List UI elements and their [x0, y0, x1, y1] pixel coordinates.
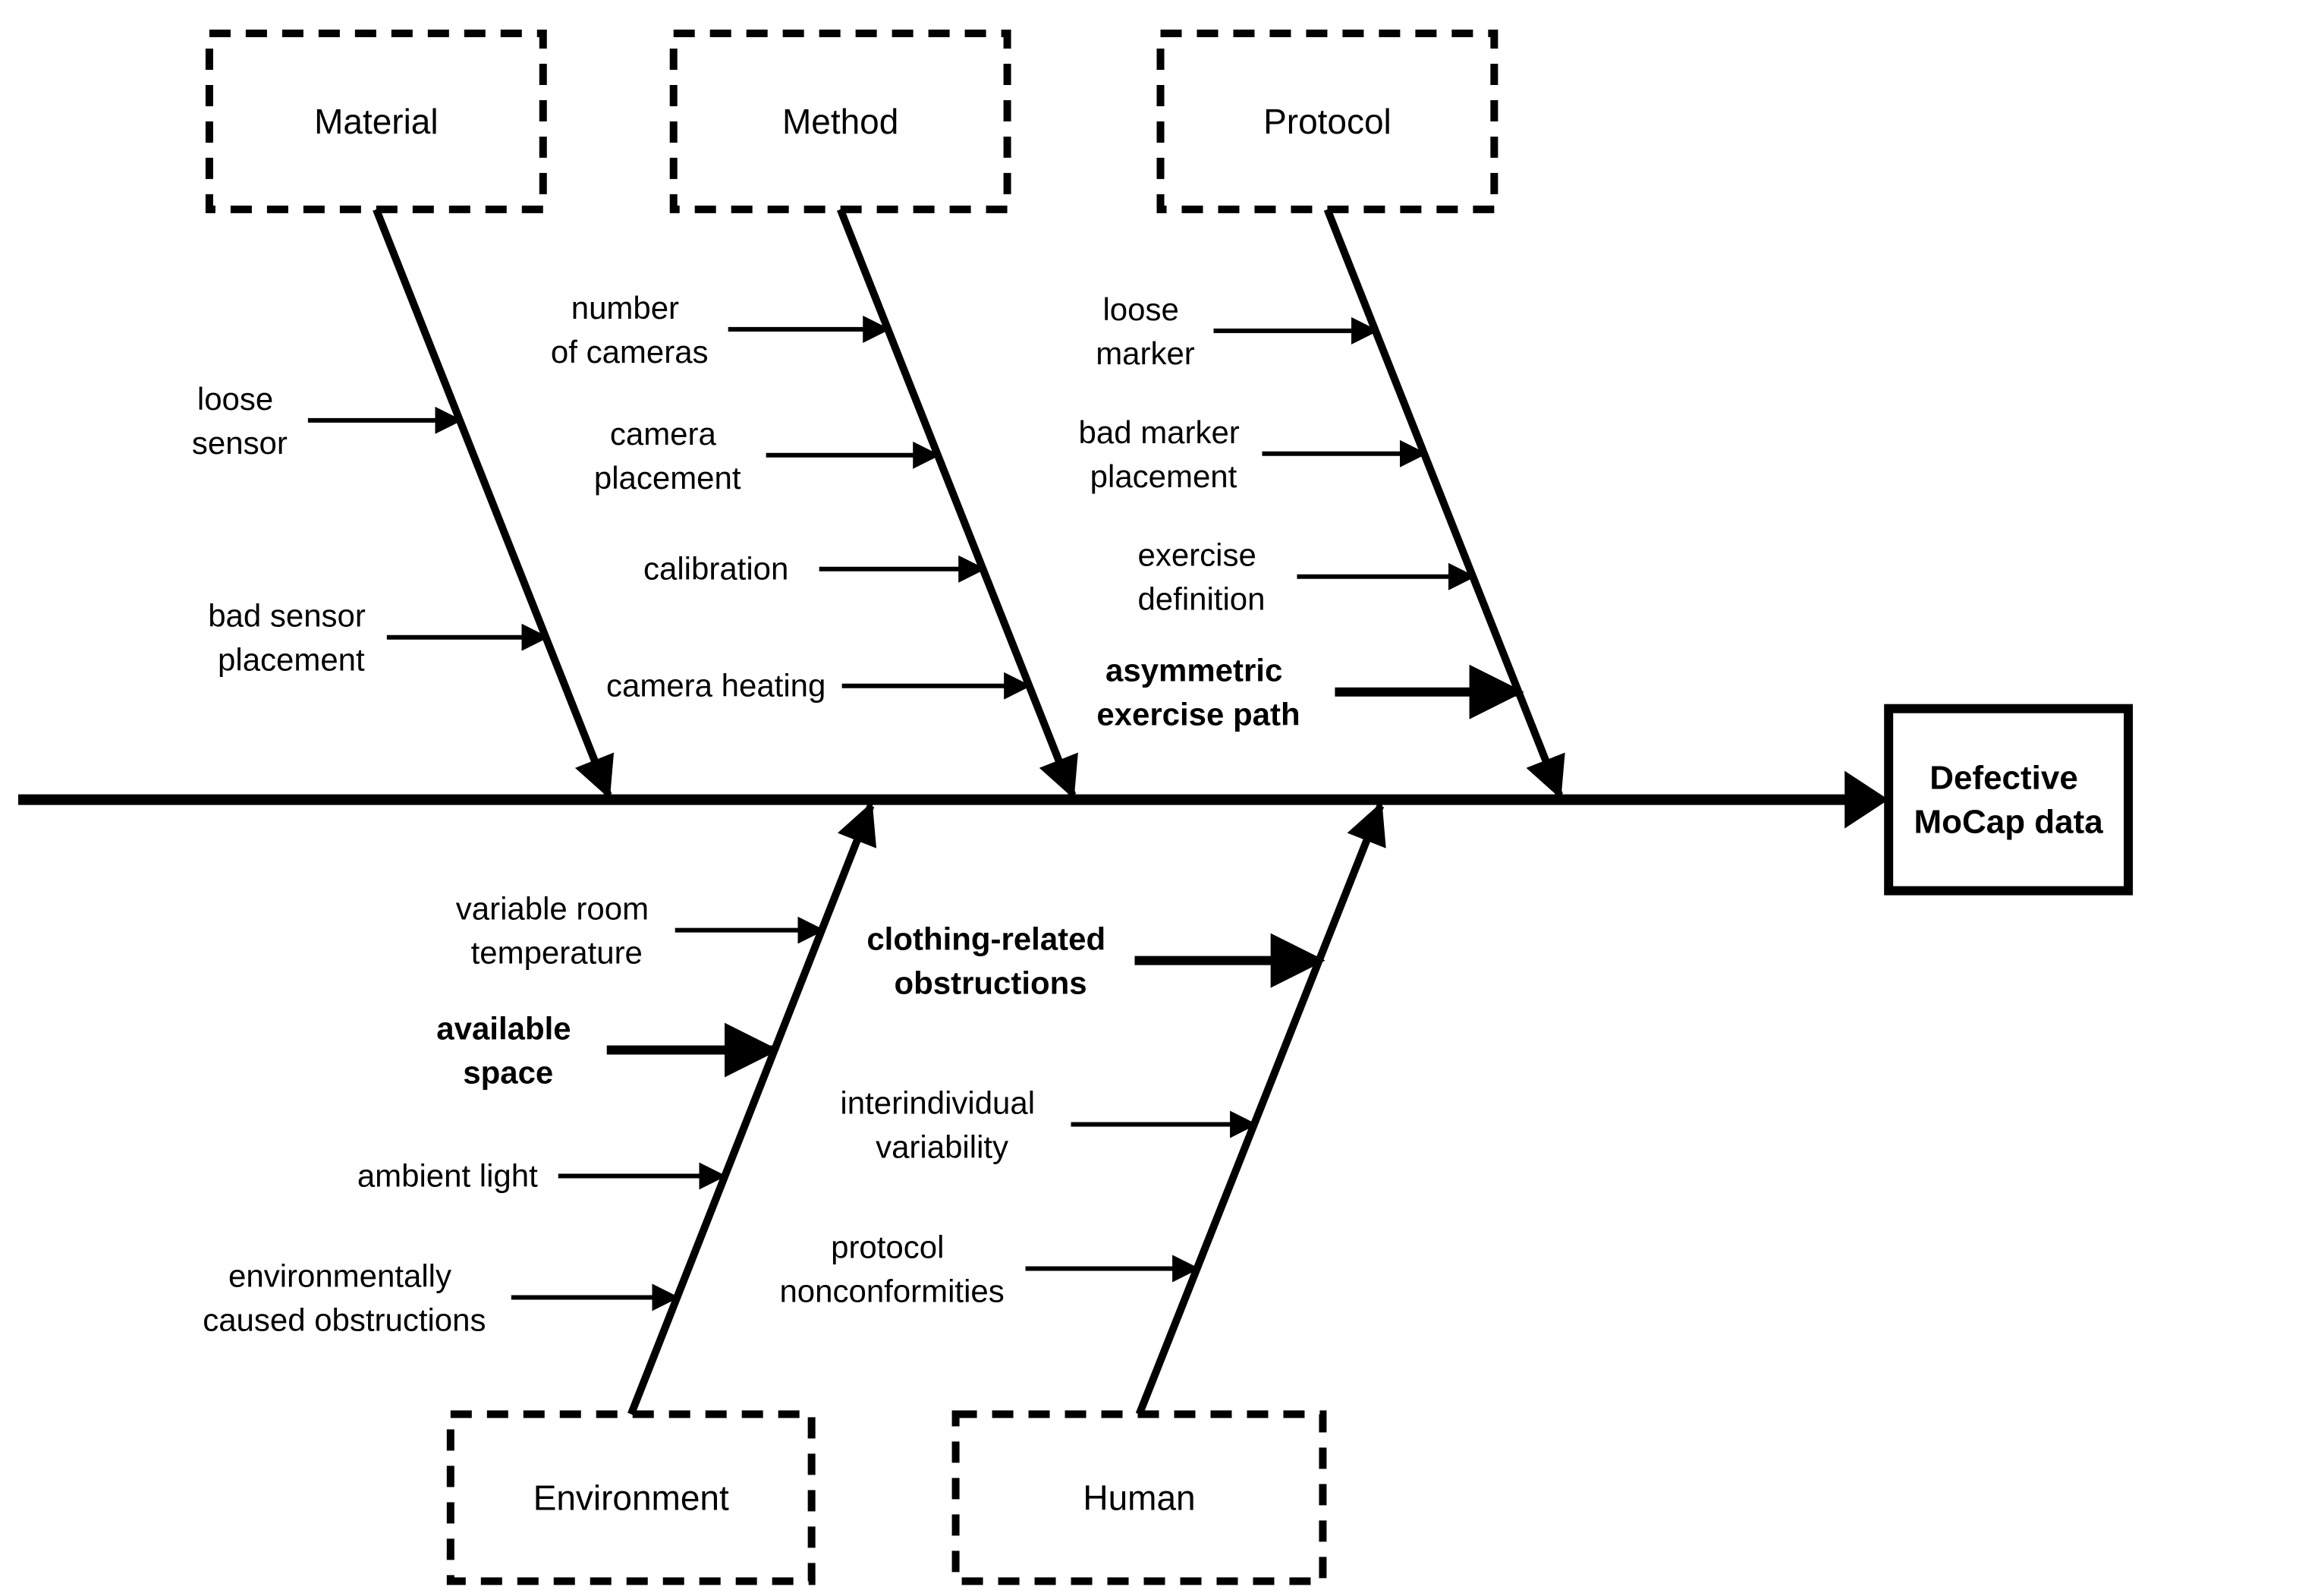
material-branch-line: [373, 208, 615, 799]
cause-ambient-light-label: ambient light: [357, 1157, 538, 1193]
environment-branch-line: [627, 801, 877, 1416]
cause-interindividual-variability: interindividual variability: [840, 1085, 1258, 1165]
category-material: Material loose sensor bad sensor placeme…: [192, 29, 615, 799]
cause-available-space-label: available space: [436, 1011, 580, 1091]
cause-clothing-related-obstructions-label: clothing-related obstructions: [866, 921, 1114, 1001]
cause-calibration-label: calibration: [643, 551, 788, 587]
cause-bad-marker-placement: bad marker placement: [1079, 414, 1427, 494]
cause-exercise-definition: exercise definition: [1137, 537, 1476, 617]
protocol-branch-line: [1323, 208, 1565, 799]
material-box-label: Material: [314, 102, 438, 141]
protocol-box-label: Protocol: [1263, 102, 1392, 141]
environment-box: [446, 1410, 816, 1585]
cause-clothing-related-obstructions: clothing-related obstructions: [866, 921, 1326, 1001]
cause-loose-marker: loose marker: [1096, 291, 1379, 371]
cause-variable-room-temperature: variable room temperature: [456, 891, 826, 971]
category-method: Method number of cameras camera placemen…: [551, 29, 1078, 799]
cause-protocol-nonconformities-label: protocol nonconformities: [779, 1229, 1004, 1308]
cause-protocol-nonconformities: protocol nonconformities: [779, 1229, 1200, 1308]
cause-loose-sensor: loose sensor: [192, 381, 463, 461]
cause-exercise-definition-label: exercise definition: [1137, 537, 1265, 617]
cause-camera-placement: camera placement: [594, 416, 941, 496]
effect-label: Defective MoCap data: [1914, 760, 2104, 841]
method-box-label: Method: [782, 102, 898, 141]
effect-box-group: Defective MoCap data: [1884, 704, 2134, 896]
effect-box: [1884, 704, 2134, 896]
cause-bad-marker-placement-label: bad marker placement: [1079, 414, 1249, 494]
effect-label-line1: Defective: [1929, 760, 2078, 797]
cause-camera-heating: camera heating: [606, 668, 1032, 704]
effect-label-line2: MoCap data: [1914, 804, 2104, 841]
cause-camera-heating-label: camera heating: [606, 668, 826, 704]
cause-bad-sensor-placement-label: bad sensor placement: [208, 598, 374, 678]
cause-environmentally-caused-obstructions: environmentally caused obstructions: [203, 1258, 680, 1337]
human-branch-line: [1135, 801, 1386, 1416]
cause-number-of-cameras: number of cameras: [551, 290, 891, 370]
cause-bad-sensor-placement: bad sensor placement: [208, 598, 549, 678]
cause-calibration: calibration: [643, 551, 986, 587]
cause-environmentally-caused-obstructions-label: environmentally caused obstructions: [203, 1258, 486, 1337]
cause-number-of-cameras-label: number of cameras: [551, 290, 709, 370]
human-box-label: Human: [1083, 1478, 1195, 1517]
cause-available-space: available space: [436, 1011, 779, 1091]
method-branch-line: [836, 208, 1078, 799]
category-protocol: Protocol loose marker bad marker placeme…: [1079, 29, 1565, 799]
cause-ambient-light: ambient light: [357, 1157, 727, 1193]
cause-interindividual-variability-label: interindividual variability: [840, 1085, 1043, 1165]
category-environment: Environment variable room temperature av…: [203, 801, 877, 1585]
cause-loose-marker-label: loose marker: [1096, 291, 1195, 371]
cause-camera-placement-label: camera placement: [594, 416, 741, 496]
cause-variable-room-temperature-label: variable room temperature: [456, 891, 658, 971]
cause-asymmetric-exercise-path: asymmetric exercise path: [1096, 653, 1524, 732]
spine-arrowhead: [1844, 770, 1889, 829]
cause-asymmetric-exercise-path-label: asymmetric exercise path: [1096, 653, 1300, 732]
environment-box-label: Environment: [533, 1478, 729, 1517]
category-human: Human clothing-related obstructions inte…: [779, 801, 1386, 1585]
cause-loose-sensor-label: loose sensor: [192, 381, 288, 461]
